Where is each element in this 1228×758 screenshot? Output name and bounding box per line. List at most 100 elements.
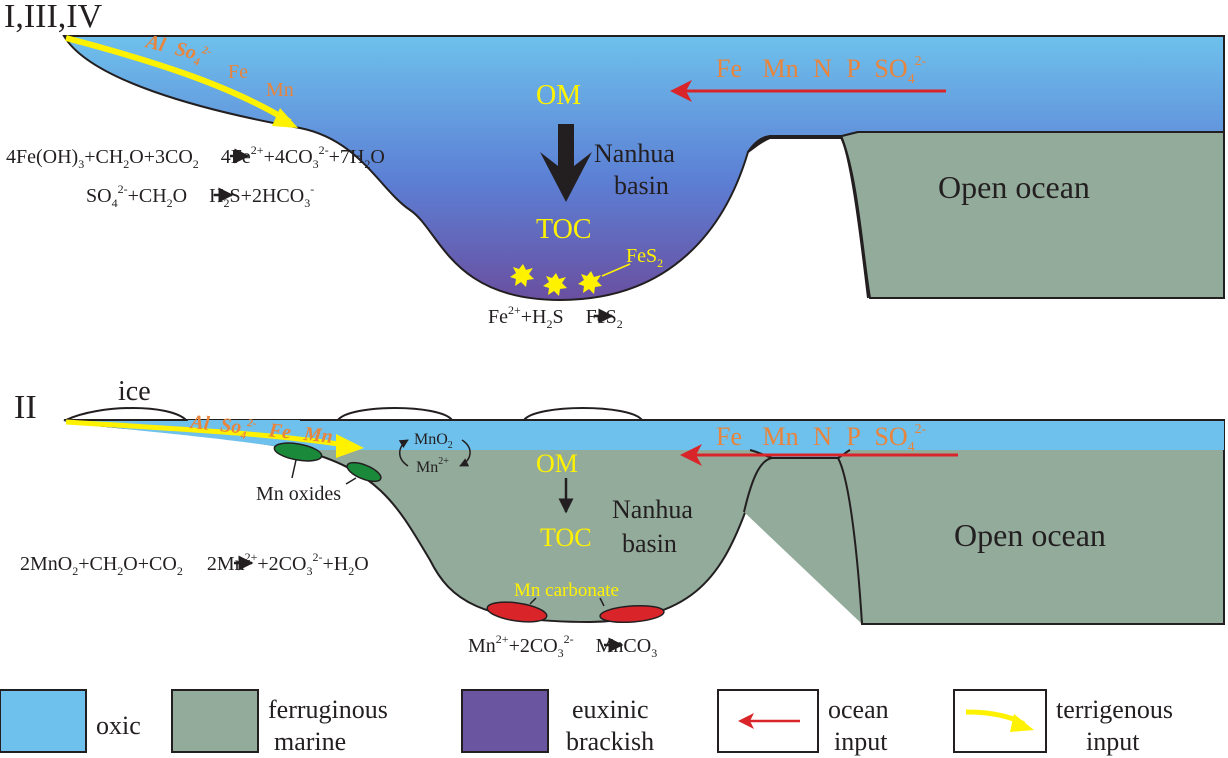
eq-part: +CH (78, 553, 117, 575)
bottom-ocean-input-arrowhead (680, 444, 702, 466)
eq-sub: 3 (558, 646, 564, 660)
eq-sub: 4 (112, 196, 118, 210)
eq-part: O (370, 146, 384, 168)
top-ocean-so4-sub: 4 (908, 72, 915, 87)
mn2-text: Mn (416, 459, 438, 476)
eq-sup: 2+ (508, 303, 521, 317)
eq-part: O+CO (123, 553, 177, 575)
bottom-om-label: OM (536, 449, 578, 478)
eq-sub: 2 (364, 157, 370, 171)
eq-part: +CH (128, 185, 167, 207)
eq-sup: 2- (312, 550, 322, 564)
eq-sup: 2- (118, 182, 128, 196)
bottom-ocean-so4-sup: 2- (915, 422, 927, 437)
ice-floe (65, 407, 189, 421)
top-open-ocean-label: Open ocean (938, 169, 1090, 205)
top-toc-label: TOC (536, 214, 592, 245)
mno2-sub: 2 (448, 440, 453, 451)
bottom-panel: ice II Al So42- Fe Mn Mn oxides MnO2 Mn2… (14, 376, 1225, 660)
top-terr-so4-sub: 4 (192, 55, 202, 68)
top-basin-line1: Nanhua (594, 139, 675, 168)
pyrite-star (578, 271, 602, 294)
top-ocean-input-label: Fe Mn N P SO42- (716, 54, 927, 87)
mn-carbonate-deposit (599, 604, 665, 624)
bottom-sill (743, 457, 863, 625)
bottom-basin-line2: basin (622, 529, 677, 558)
legend-label-ocean-2: input (834, 727, 888, 756)
eq-sub: 2 (617, 317, 623, 331)
mn-oxides-label: Mn oxides (256, 483, 341, 505)
bottom-ice-label: ice (118, 376, 151, 407)
eq-part: +H (322, 553, 348, 575)
top-down-arrow (540, 124, 592, 202)
bottom-terr-so4: So (219, 414, 242, 438)
pyrite-star (543, 273, 567, 296)
eq-part: Fe (488, 306, 508, 328)
top-stage-label: I,III,IV (4, 0, 103, 35)
bottom-terr-mn: Mn (302, 423, 334, 448)
legend-label-ferruginous-1: ferruginous (268, 695, 388, 724)
mn-cycle-arrow-left (398, 439, 409, 467)
legend-label-oxic: oxic (96, 711, 141, 740)
ice-floe (335, 407, 455, 421)
bottom-open-ocean-label: Open ocean (954, 517, 1106, 553)
eq-part: +2CO (257, 553, 306, 575)
mn-carbonate-deposit (486, 601, 548, 623)
bottom-ocean-p: P (846, 422, 860, 451)
mn-oxides-leader (345, 477, 357, 485)
eq-sub: 2 (167, 196, 173, 210)
eq-sub: 2 (123, 157, 129, 171)
top-fes2-label: FeS2 (626, 245, 663, 270)
eq-part: +CH (84, 146, 123, 168)
eq-sub: 2 (348, 564, 354, 578)
mn-cycle-arrow-right (459, 439, 471, 467)
eq-part: 2Mn (207, 553, 245, 575)
legend-swatch-oxic (0, 689, 87, 753)
bottom-terr-so4-sub: 4 (239, 429, 247, 442)
bottom-eq2: Mn2++2CO32-MnCO3 (468, 632, 657, 660)
bottom-terr-al: Al (187, 411, 211, 435)
top-fes2-text: FeS (626, 245, 657, 267)
ice-floe (521, 407, 645, 421)
eq-sub: 2 (547, 317, 553, 331)
eq-part: MnCO (596, 635, 652, 657)
top-ocean-fe: Fe (716, 54, 742, 83)
legend-swatch-terrigenous (953, 689, 1047, 753)
eq-sup: 2- (564, 632, 574, 646)
top-eq2: SO42-+CH2OH2S+2HCO3- (86, 182, 314, 210)
legend-terrigenous-arrowhead (1010, 714, 1034, 732)
eq-sub: 2 (72, 564, 78, 578)
eq-part: +4CO (264, 146, 313, 168)
eq-sub: 3 (313, 157, 319, 171)
top-ocean-input-arrowhead (670, 80, 692, 102)
mn2-sup: 2+ (438, 456, 449, 467)
eq-sub: 2 (177, 564, 183, 578)
top-open-ocean (747, 131, 1225, 299)
legend-label-terrigenous-2: input (1086, 727, 1140, 756)
top-ocean-so4-sup: 2- (915, 54, 927, 69)
bottom-ocean-n: N (813, 422, 832, 451)
legend-label-ferruginous-2: marine (274, 727, 346, 756)
top-fes2-sub: 2 (657, 256, 663, 270)
pyrite-star (510, 264, 534, 287)
top-panel: I,III,IV Al So42- Fe Mn Fe Mn N P SO42- … (4, 0, 1225, 331)
mn-carbonate-leader (529, 597, 537, 605)
mn-oxides-leader (291, 459, 297, 479)
svg-text:Al So42- Fe: Al So42- Fe Mn (187, 403, 334, 451)
mn-carbonate-leader (599, 597, 605, 607)
top-om-label: OM (536, 80, 581, 111)
eq-sub: 2 (224, 196, 230, 210)
top-pyrite-stars (510, 264, 602, 296)
top-terr-so4-sup: 2- (200, 44, 213, 58)
legend-swatch-euxinic (461, 689, 549, 753)
top-ocean-n: N (813, 54, 832, 83)
mno2-text: MnO (414, 431, 448, 448)
top-basin-line2: basin (614, 171, 669, 200)
eq-part: S (553, 306, 564, 328)
eq-part: O+3CO (129, 146, 193, 168)
bottom-terr-fe: Fe (267, 419, 293, 443)
eq-part: O (173, 185, 187, 207)
